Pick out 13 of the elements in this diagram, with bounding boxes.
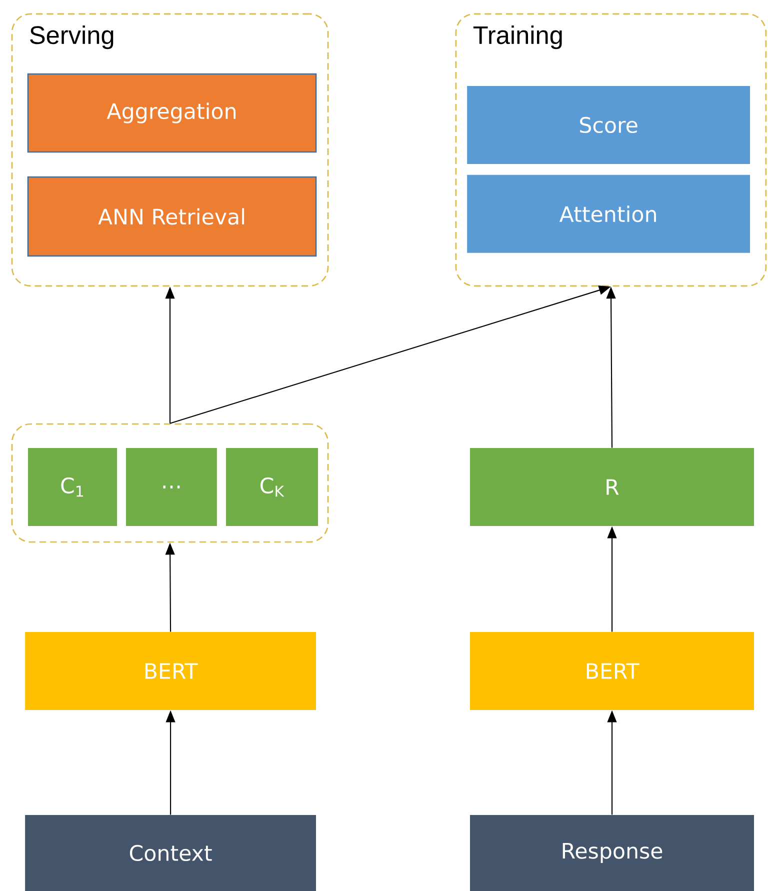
- group-box: [11, 423, 329, 543]
- vector-box: C$_{1}$: [28, 448, 118, 526]
- process-box: Aggregation: [27, 73, 317, 153]
- encoder-box: BERT: [25, 632, 316, 710]
- process-box: Score: [467, 86, 750, 164]
- vector-box: C$_{K}$: [226, 448, 318, 526]
- encoder-box: BERT: [470, 632, 754, 710]
- vector-box: R: [470, 448, 754, 526]
- input-box: Context: [25, 815, 316, 891]
- process-box: Attention: [467, 174, 750, 253]
- vector-box: …: [126, 448, 217, 526]
- process-box: ANN Retrieval: [27, 176, 317, 257]
- input-box: Response: [470, 815, 754, 891]
